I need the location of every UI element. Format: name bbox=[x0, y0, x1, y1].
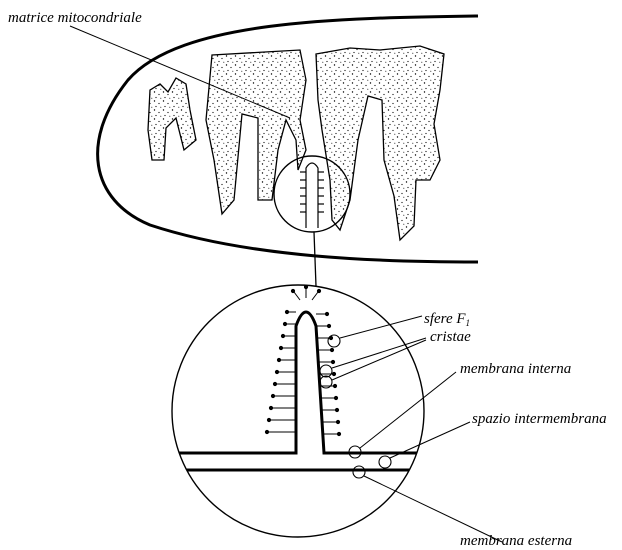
label-f1-spheres-main: sfere F bbox=[424, 311, 466, 327]
label-intermembrane-space: spazio intermembrana bbox=[472, 412, 607, 427]
leader-intermembrane bbox=[390, 422, 470, 458]
label-matrix: matrice mitocondriale bbox=[8, 11, 142, 26]
cristae-right bbox=[316, 46, 444, 240]
leader-inner-membrane bbox=[360, 372, 456, 448]
leader-cristae-2 bbox=[332, 340, 426, 380]
marker-outer-membrane bbox=[353, 466, 365, 478]
cristae-left bbox=[148, 78, 196, 160]
label-f1-spheres-sub: 1 bbox=[466, 318, 471, 328]
f1-particles-top bbox=[304, 285, 307, 298]
label-outer-membrane: membrana esterna bbox=[460, 534, 572, 549]
label-cristae: cristae bbox=[430, 330, 471, 345]
leader-f1 bbox=[340, 316, 422, 338]
label-inner-membrane: membrana interna bbox=[460, 362, 571, 377]
f1-particles-right bbox=[312, 289, 341, 435]
marker-f1-sphere bbox=[328, 335, 340, 347]
marker-intermembrane bbox=[379, 456, 391, 468]
label-f1-spheres: sfere F1 bbox=[424, 312, 470, 328]
small-crista-detail bbox=[300, 163, 324, 228]
zoom-inner-membrane-crista bbox=[160, 312, 440, 453]
cristae-middle bbox=[206, 50, 306, 214]
marker-cristae-1 bbox=[320, 365, 332, 377]
zoom-connector-line bbox=[314, 232, 316, 286]
leader-cristae-1 bbox=[332, 338, 426, 368]
callout-markers bbox=[320, 335, 391, 478]
